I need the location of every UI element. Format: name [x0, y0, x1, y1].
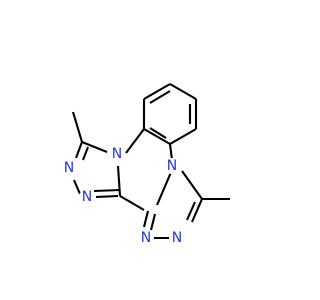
- atom-label-n6: N: [172, 230, 182, 246]
- bond-left-double-2: [95, 194, 119, 199]
- bond-right-2: [191, 198, 203, 223]
- molecule-svg: N N N N N N: [61, 83, 230, 246]
- bond-benzene-4: [169, 128, 197, 145]
- bond-left-2: [75, 141, 83, 159]
- bond-right-1: [181, 170, 203, 200]
- nitrogen-atom-5: N: [138, 230, 154, 246]
- atom-label-n4: N: [82, 189, 92, 205]
- bond-benzene-2: [169, 83, 197, 100]
- nitrogen-atom-3: N: [61, 160, 77, 176]
- molecule-structure-diagram: N N N N N N: [61, 83, 230, 246]
- bond-benzene-double-3: [149, 127, 167, 139]
- bond-left-1: [81, 141, 108, 153]
- bond-right-double-2: [149, 213, 157, 231]
- bond-benzene-double-1: [149, 90, 171, 104]
- atom-label-n1: N: [112, 146, 122, 162]
- bond-left-4: [93, 188, 121, 193]
- bond-benzene-5: [143, 128, 171, 145]
- atom-labels: N N N N N N: [61, 146, 185, 246]
- benzene-ring: [142, 83, 198, 145]
- bond-right-4: [142, 210, 150, 228]
- nitrogen-atom-2: N: [164, 158, 180, 174]
- nitrogen-atom-1: N: [109, 146, 125, 162]
- bond-central-4: [156, 169, 173, 206]
- nitrogen-atom-6: N: [169, 230, 185, 246]
- atom-label-n3: N: [64, 160, 74, 176]
- left-triazole-ring: [71, 111, 121, 199]
- atom-label-n2: N: [167, 158, 177, 174]
- atom-label-n5: N: [141, 230, 151, 246]
- nitrogen-atom-4: N: [79, 189, 95, 205]
- bond-right-double-1: [186, 201, 196, 221]
- bond-central-3: [119, 195, 145, 211]
- bond-central-2: [116, 165, 122, 197]
- bond-left-double-1: [82, 146, 89, 161]
- bond-benzene-1: [143, 83, 171, 100]
- bond-central-5: [168, 143, 174, 161]
- bond-left-methyl: [71, 111, 84, 143]
- bond-central-1: [125, 128, 145, 154]
- bond-left-3: [73, 179, 81, 195]
